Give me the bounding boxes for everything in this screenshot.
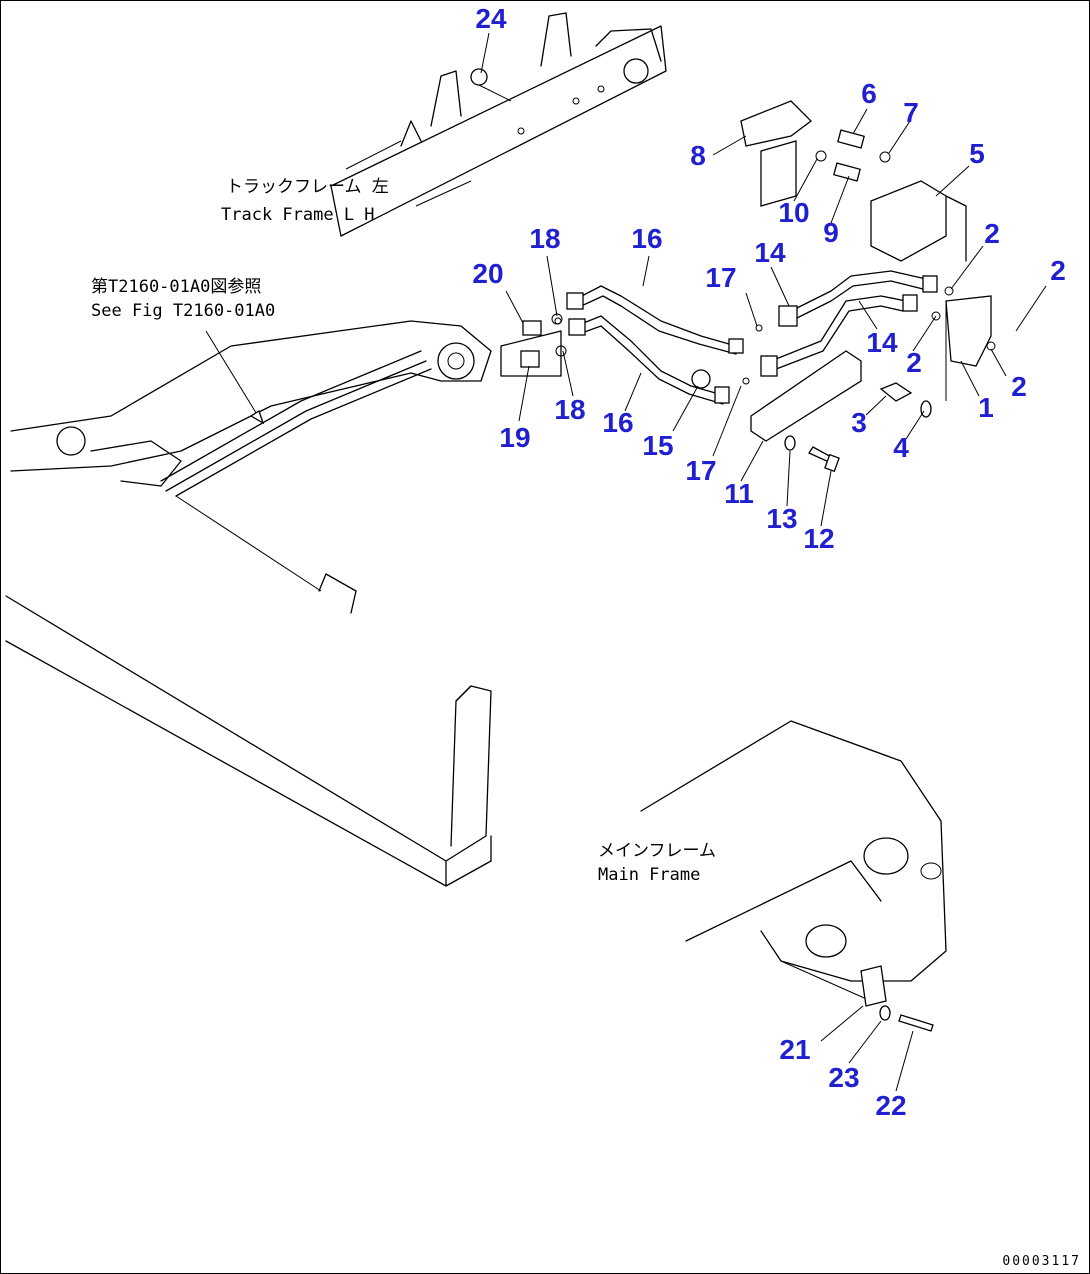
hose-16 [566, 285, 744, 405]
note-ref-jp: 第T2160-01A0図参照 [91, 277, 262, 297]
note-track-frame-jp: トラックフレーム 左 [226, 177, 389, 197]
cover-5 [870, 180, 967, 262]
bolts-6-9 [833, 129, 891, 182]
callout-18a: 18 [529, 223, 561, 254]
callout-2c: 2 [906, 347, 922, 378]
plate-11 [750, 350, 862, 473]
callout-8: 8 [690, 140, 706, 171]
callout-5: 5 [969, 138, 985, 169]
callout-23: 23 [828, 1062, 860, 1093]
callout-16b: 16 [602, 407, 634, 438]
callout-9: 9 [823, 217, 839, 248]
callout-2a: 2 [984, 218, 1000, 249]
callout-17b: 17 [685, 455, 717, 486]
callout-12: 12 [803, 523, 835, 554]
note-ref-en: See Fig T2160-01A0 [91, 301, 276, 321]
callout-14b: 14 [866, 327, 898, 358]
callout-22: 22 [875, 1090, 907, 1121]
callout-7: 7 [903, 97, 919, 128]
callout-2d: 2 [1011, 371, 1027, 402]
callout-19: 19 [499, 422, 531, 453]
main-frame [640, 720, 947, 1032]
document-id: 00003117 [1002, 1254, 1081, 1269]
callout-4: 4 [893, 432, 909, 463]
callout-20: 20 [472, 258, 504, 289]
bracket-1 [879, 295, 992, 418]
lift-cylinder-assembly [10, 320, 492, 497]
track-frame-lh [330, 12, 667, 237]
callout-18b: 18 [554, 394, 586, 425]
note-main-frame-en: Main Frame [598, 865, 701, 885]
callout-17a: 17 [705, 262, 737, 293]
callout-15: 15 [642, 430, 674, 461]
callout-16a: 16 [631, 223, 663, 254]
leader-lines [480, 32, 1047, 1092]
callout-10: 10 [778, 197, 810, 228]
note-main-frame-jp: メインフレーム [598, 841, 716, 861]
callout-13: 13 [766, 503, 798, 534]
blade [5, 495, 492, 887]
callout-3: 3 [851, 407, 867, 438]
callout-11: 11 [724, 478, 754, 509]
note-track-frame-en: Track Frame L H [221, 205, 375, 225]
callout-24: 24 [475, 3, 507, 34]
callout-6: 6 [861, 78, 877, 109]
callout-14a: 14 [754, 237, 786, 268]
callout-1: 1 [978, 392, 994, 423]
hose-14 [760, 270, 938, 377]
callout-2b: 2 [1050, 255, 1066, 286]
callout-21: 21 [779, 1034, 811, 1065]
cover-8 [740, 100, 827, 207]
